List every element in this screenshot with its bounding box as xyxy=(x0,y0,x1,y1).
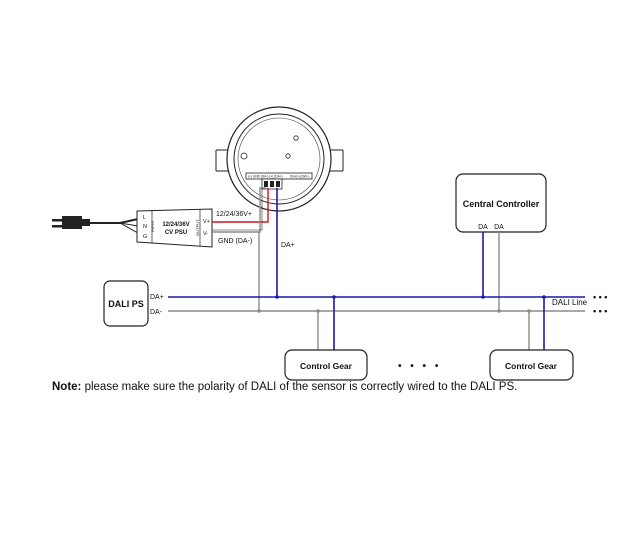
cv-psu: L N G INPUT 12/24/36V CV PSU OUTPUT V+ V… xyxy=(136,208,213,248)
power-plug xyxy=(52,216,139,234)
mains-cable xyxy=(90,218,139,224)
sensor-led-icon xyxy=(240,152,248,160)
dali-ps-box xyxy=(103,280,149,327)
dali-ps-pin-plus: DA+ xyxy=(150,294,164,301)
dali-ps-pin-minus: DA- xyxy=(150,309,163,316)
control-gear-1-box xyxy=(284,349,368,381)
psu-body xyxy=(136,208,213,248)
gear-ellipsis: • • • • xyxy=(398,361,441,372)
dali-line-label: DALI Line xyxy=(552,298,588,307)
dali-ps-title: DALI PS xyxy=(108,299,144,309)
psu-title-line1: 12/24/36V xyxy=(162,222,189,228)
central-controller: Central Controller DA DA xyxy=(455,173,547,233)
psu-output-label: OUTPUT xyxy=(195,219,200,236)
psu-pin-l: L xyxy=(143,215,146,221)
sensor-device: (+) GND (DA-) (+) (DA+) Dim(+) (Dim-) xyxy=(215,106,344,212)
control-gear-2-label: Control Gear xyxy=(505,361,558,371)
psu-pin-n: N xyxy=(143,224,147,230)
control-gear-2: Control Gear xyxy=(489,349,574,381)
dali-ps: DALI PS DA+ DA- xyxy=(103,280,164,327)
central-controller-pin-1: DA xyxy=(478,224,488,231)
positive-wire xyxy=(212,188,269,223)
psu-sensor-wires: 12/24/36V+ GND (DA-) xyxy=(212,187,269,245)
dali-line-continuation-bottom: • • • xyxy=(593,306,607,316)
psu-input-label: INPUT xyxy=(150,219,155,232)
psu-pin-vminus: V- xyxy=(203,231,208,237)
sensor-inner-ring xyxy=(233,113,325,205)
dali-line-continuation-top: • • • xyxy=(593,292,607,302)
psu-pin-g: G xyxy=(143,234,147,240)
central-controller-title: Central Controller xyxy=(463,199,540,209)
ground-wire xyxy=(212,187,266,233)
sensor-knob-icon xyxy=(293,135,299,141)
control-gear-1-label: Control Gear xyxy=(300,361,353,371)
note-text: please make sure the polarity of DALI of… xyxy=(81,381,518,393)
control-gear-2-box xyxy=(489,349,574,381)
note-prefix: Note: xyxy=(52,381,82,393)
sensor-terminal-labels: (+) GND (DA-) (+) (DA+) xyxy=(248,175,283,179)
control-gear-1: Control Gear xyxy=(284,349,368,381)
psu-title-line2: CV PSU xyxy=(165,230,187,236)
central-controller-pin-2: DA xyxy=(494,224,504,231)
ground-label: GND (DA-) xyxy=(218,238,252,245)
sensor-da-plus-label: DA+ xyxy=(281,242,295,249)
sensor-knob-icon xyxy=(285,153,291,159)
polarity-note: Note: please make sure the polarity of D… xyxy=(52,381,632,393)
junction-dots xyxy=(257,295,546,313)
supply-voltage-label: 12/24/36V+ xyxy=(216,211,252,218)
central-controller-box xyxy=(455,173,547,233)
plug-icon xyxy=(62,216,82,229)
psu-pin-vplus: V+ xyxy=(203,219,210,225)
sensor-terminal-labels-2: Dim(+) (Dim-) xyxy=(290,175,309,179)
